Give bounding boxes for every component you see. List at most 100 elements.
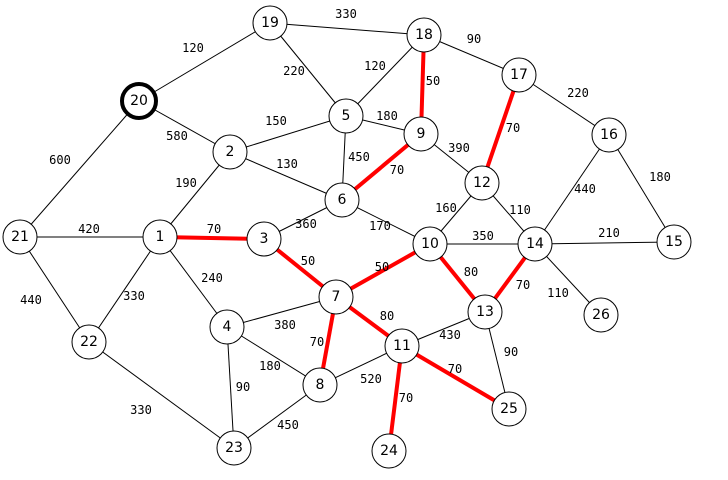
node-label: 10: [421, 236, 439, 252]
edge-weight-label: 90: [504, 345, 518, 359]
edge-weight-label: 520: [360, 372, 382, 386]
edge-11-24-highlighted: [387, 345, 404, 452]
node-9[interactable]: 9: [403, 116, 439, 152]
edge-weight-label: 580: [166, 129, 188, 143]
edge-weight-label: 210: [598, 226, 620, 240]
node-10[interactable]: 10: [412, 226, 448, 262]
edge-weight-label: 240: [201, 271, 223, 285]
node-label: 15: [665, 234, 683, 250]
edge-weight-label: 220: [283, 64, 305, 78]
edge-weight-label: 450: [277, 418, 299, 432]
node-label: 7: [332, 289, 341, 305]
edge-weight-label: 70: [506, 121, 520, 135]
node-circle: [371, 433, 407, 469]
node-19[interactable]: 19: [252, 5, 288, 41]
node-circle: [252, 5, 288, 41]
node-22[interactable]: 22: [71, 324, 107, 360]
node-circle: [2, 219, 38, 255]
node-25[interactable]: 25: [491, 391, 527, 427]
node-label: 12: [473, 175, 491, 191]
edge-4-23: [226, 326, 235, 449]
edge-weight-label: 90: [467, 32, 481, 46]
node-label: 18: [415, 27, 433, 43]
node-circle: [246, 221, 282, 257]
node-15[interactable]: 15: [656, 224, 692, 260]
node-label: 6: [338, 192, 347, 208]
node-circle: [142, 219, 178, 255]
node-21[interactable]: 21: [2, 219, 38, 255]
node-circle: [467, 294, 503, 330]
node-4[interactable]: 4: [209, 309, 245, 345]
edge-weight-label: 50: [301, 254, 315, 268]
node-label: 8: [316, 377, 325, 393]
edge-16-14: [534, 134, 610, 245]
node-label: 1: [156, 229, 165, 245]
edge-weight-label: 50: [375, 260, 389, 274]
node-5[interactable]: 5: [328, 98, 364, 134]
edge-4-8: [226, 326, 321, 386]
edge-4-7: [226, 296, 337, 328]
node-circle: [656, 224, 692, 260]
node-label: 17: [510, 67, 528, 83]
edge-weight-label: 440: [20, 293, 42, 307]
edge-weight-label: 440: [574, 182, 596, 196]
edge-weight-label: 170: [369, 219, 391, 233]
node-label: 19: [261, 15, 279, 31]
node-16[interactable]: 16: [591, 117, 627, 153]
node-label: 13: [476, 304, 494, 320]
edge-8-23: [233, 384, 321, 449]
node-24[interactable]: 24: [371, 433, 407, 469]
node-circle: [403, 116, 439, 152]
edge-weight-label: 330: [130, 403, 152, 417]
node-17[interactable]: 17: [501, 57, 537, 93]
node-circle: [384, 328, 420, 364]
node-23[interactable]: 23: [216, 430, 252, 466]
edge-20-21: [19, 100, 140, 238]
node-circle: [302, 367, 338, 403]
node-circle: [328, 98, 364, 134]
edge-weight-label: 80: [380, 309, 394, 323]
node-circle: [324, 182, 360, 218]
edge-weight-label: 600: [49, 153, 71, 167]
edge-20-19: [138, 22, 271, 102]
node-circle: [591, 117, 627, 153]
node-7[interactable]: 7: [318, 279, 354, 315]
node-6[interactable]: 6: [324, 182, 360, 218]
edge-weight-label: 390: [448, 141, 470, 155]
edge-16-15: [608, 134, 675, 243]
edge-weight-label: 110: [547, 286, 569, 300]
edge-21-22: [19, 236, 90, 343]
node-circle: [71, 324, 107, 360]
node-label: 3: [260, 231, 269, 247]
node-circle: [517, 226, 553, 262]
edge-weight-label: 80: [464, 265, 478, 279]
node-11[interactable]: 11: [384, 328, 420, 364]
edge-14-15: [534, 241, 675, 245]
edge-weight-label: 330: [335, 7, 357, 21]
node-26[interactable]: 26: [583, 297, 619, 333]
node-circle: [464, 165, 500, 201]
edge-weight-label: 420: [78, 222, 100, 236]
edge-1-22: [88, 236, 161, 343]
node-1[interactable]: 1: [142, 219, 178, 255]
node-8[interactable]: 8: [302, 367, 338, 403]
node-label: 4: [223, 319, 232, 335]
edge-weight-label: 130: [276, 157, 298, 171]
node-circle: [583, 297, 619, 333]
node-12[interactable]: 12: [464, 165, 500, 201]
node-circle: [209, 309, 245, 345]
edge-weight-label: 70: [399, 391, 413, 405]
node-13[interactable]: 13: [467, 294, 503, 330]
node-14[interactable]: 14: [517, 226, 553, 262]
node-20[interactable]: 20: [120, 82, 158, 120]
node-3[interactable]: 3: [246, 221, 282, 257]
node-circle: [491, 391, 527, 427]
edge-weight-label: 120: [182, 41, 204, 55]
edge-weight-label: 90: [236, 380, 250, 394]
node-label: 2: [226, 144, 235, 160]
edge-weight-label: 110: [509, 203, 531, 217]
edge-weight-label: 150: [265, 114, 287, 128]
node-2[interactable]: 2: [212, 134, 248, 170]
edge-17-12-highlighted: [480, 74, 521, 184]
node-18[interactable]: 18: [406, 17, 442, 53]
